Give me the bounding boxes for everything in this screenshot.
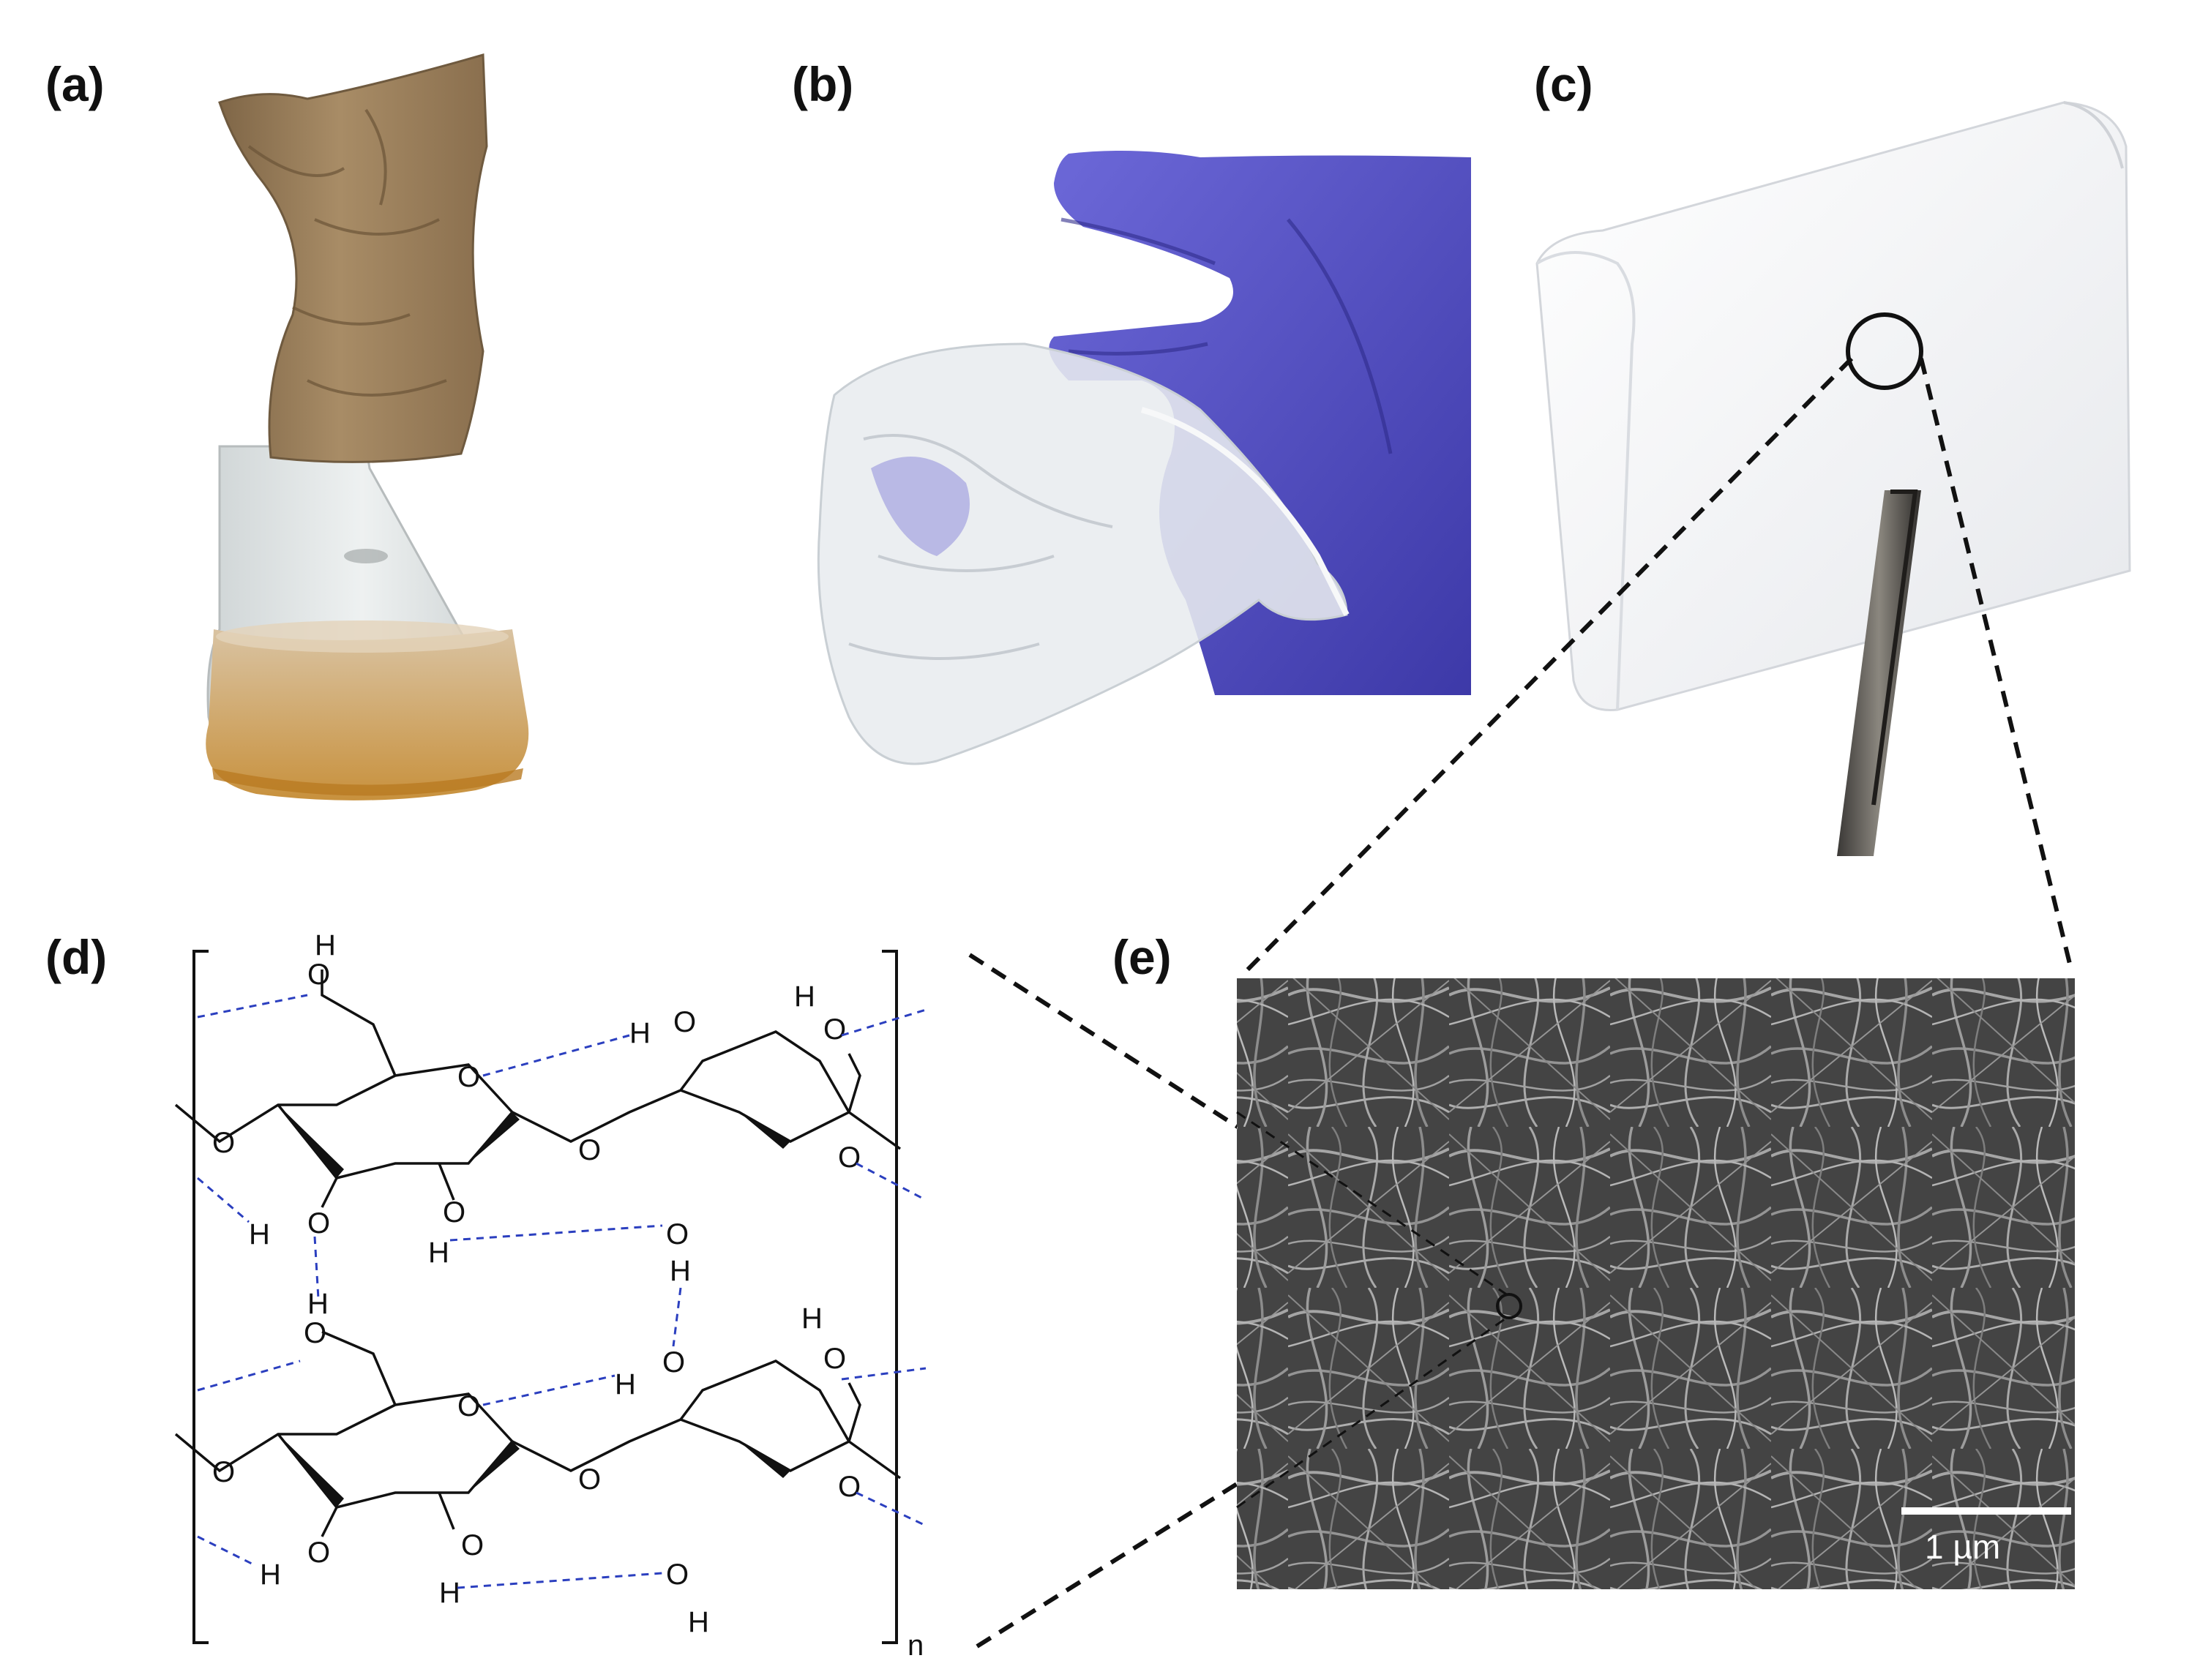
panel-b-pellicle-photo xyxy=(817,151,1471,765)
cellulose-chain-lower xyxy=(174,1330,902,1537)
panel-e-sem-micrograph: 1 µm xyxy=(1236,978,2075,1589)
sem-zoom-circle xyxy=(1496,1293,1522,1319)
atom-h: H xyxy=(688,1606,709,1638)
atom-o: O xyxy=(307,1207,330,1240)
atom-o: O xyxy=(307,959,330,991)
atom-o: O xyxy=(307,1537,330,1569)
sem-inner-connector xyxy=(1236,1111,1508,1297)
atom-h: H xyxy=(260,1559,281,1591)
atom-o: O xyxy=(304,1317,326,1349)
repeat-subscript: n xyxy=(908,1630,924,1662)
panel-label-c: (c) xyxy=(1534,57,1593,111)
atom-h: H xyxy=(439,1577,460,1609)
scale-bar-label: 1 µm xyxy=(1925,1528,2000,1566)
atom-o: O xyxy=(666,1559,689,1591)
panel-label-b: (b) xyxy=(792,57,854,111)
atom-o: O xyxy=(662,1346,685,1379)
atom-o: O xyxy=(461,1529,484,1561)
zoom-connector-lines xyxy=(1238,356,2073,979)
atom-h: H xyxy=(629,1017,651,1049)
atom-o: O xyxy=(673,1006,696,1038)
cellulose-wedge-bonds-upper xyxy=(278,1105,790,1178)
atom-o: O xyxy=(823,1013,846,1046)
atom-h: H xyxy=(615,1368,636,1400)
panel-label-a: (a) xyxy=(45,57,105,111)
atom-h: H xyxy=(428,1237,449,1269)
atom-o: O xyxy=(212,1127,235,1159)
atom-o: O xyxy=(578,1134,601,1166)
atom-o: O xyxy=(457,1061,480,1093)
panel-label-d: (d) xyxy=(45,930,108,984)
atom-h: H xyxy=(249,1218,270,1250)
panel-c-dried-sheet-photo xyxy=(1535,101,2131,856)
cellulose-chain-upper xyxy=(174,970,902,1208)
atom-o: O xyxy=(823,1343,846,1375)
atom-o: O xyxy=(443,1196,465,1229)
atom-o: O xyxy=(578,1463,601,1496)
atom-h: H xyxy=(794,980,815,1013)
sem-inner-connector xyxy=(1236,1316,1508,1509)
magnification-circle xyxy=(1846,312,1923,390)
atom-o: O xyxy=(457,1390,480,1422)
panel-a-flask-photo xyxy=(206,53,529,800)
cellulose-wedge-bonds-lower xyxy=(278,1434,790,1507)
atom-h: H xyxy=(670,1255,691,1287)
atom-o: O xyxy=(838,1141,861,1174)
repeat-bracket-right xyxy=(882,950,898,1644)
atom-h: H xyxy=(315,929,336,961)
atom-o: O xyxy=(666,1218,689,1250)
atom-h: H xyxy=(801,1302,823,1335)
hydrogen-bonds xyxy=(197,994,927,1589)
repeat-bracket-left xyxy=(192,950,209,1644)
panel-label-e: (e) xyxy=(1112,930,1172,984)
atom-o: O xyxy=(838,1471,861,1503)
panel-d-cellulose-structure: n O O H O O O H O H O O H O H O H xyxy=(174,929,927,1662)
scale-bar xyxy=(1901,1507,2071,1515)
atom-o: O xyxy=(212,1456,235,1488)
